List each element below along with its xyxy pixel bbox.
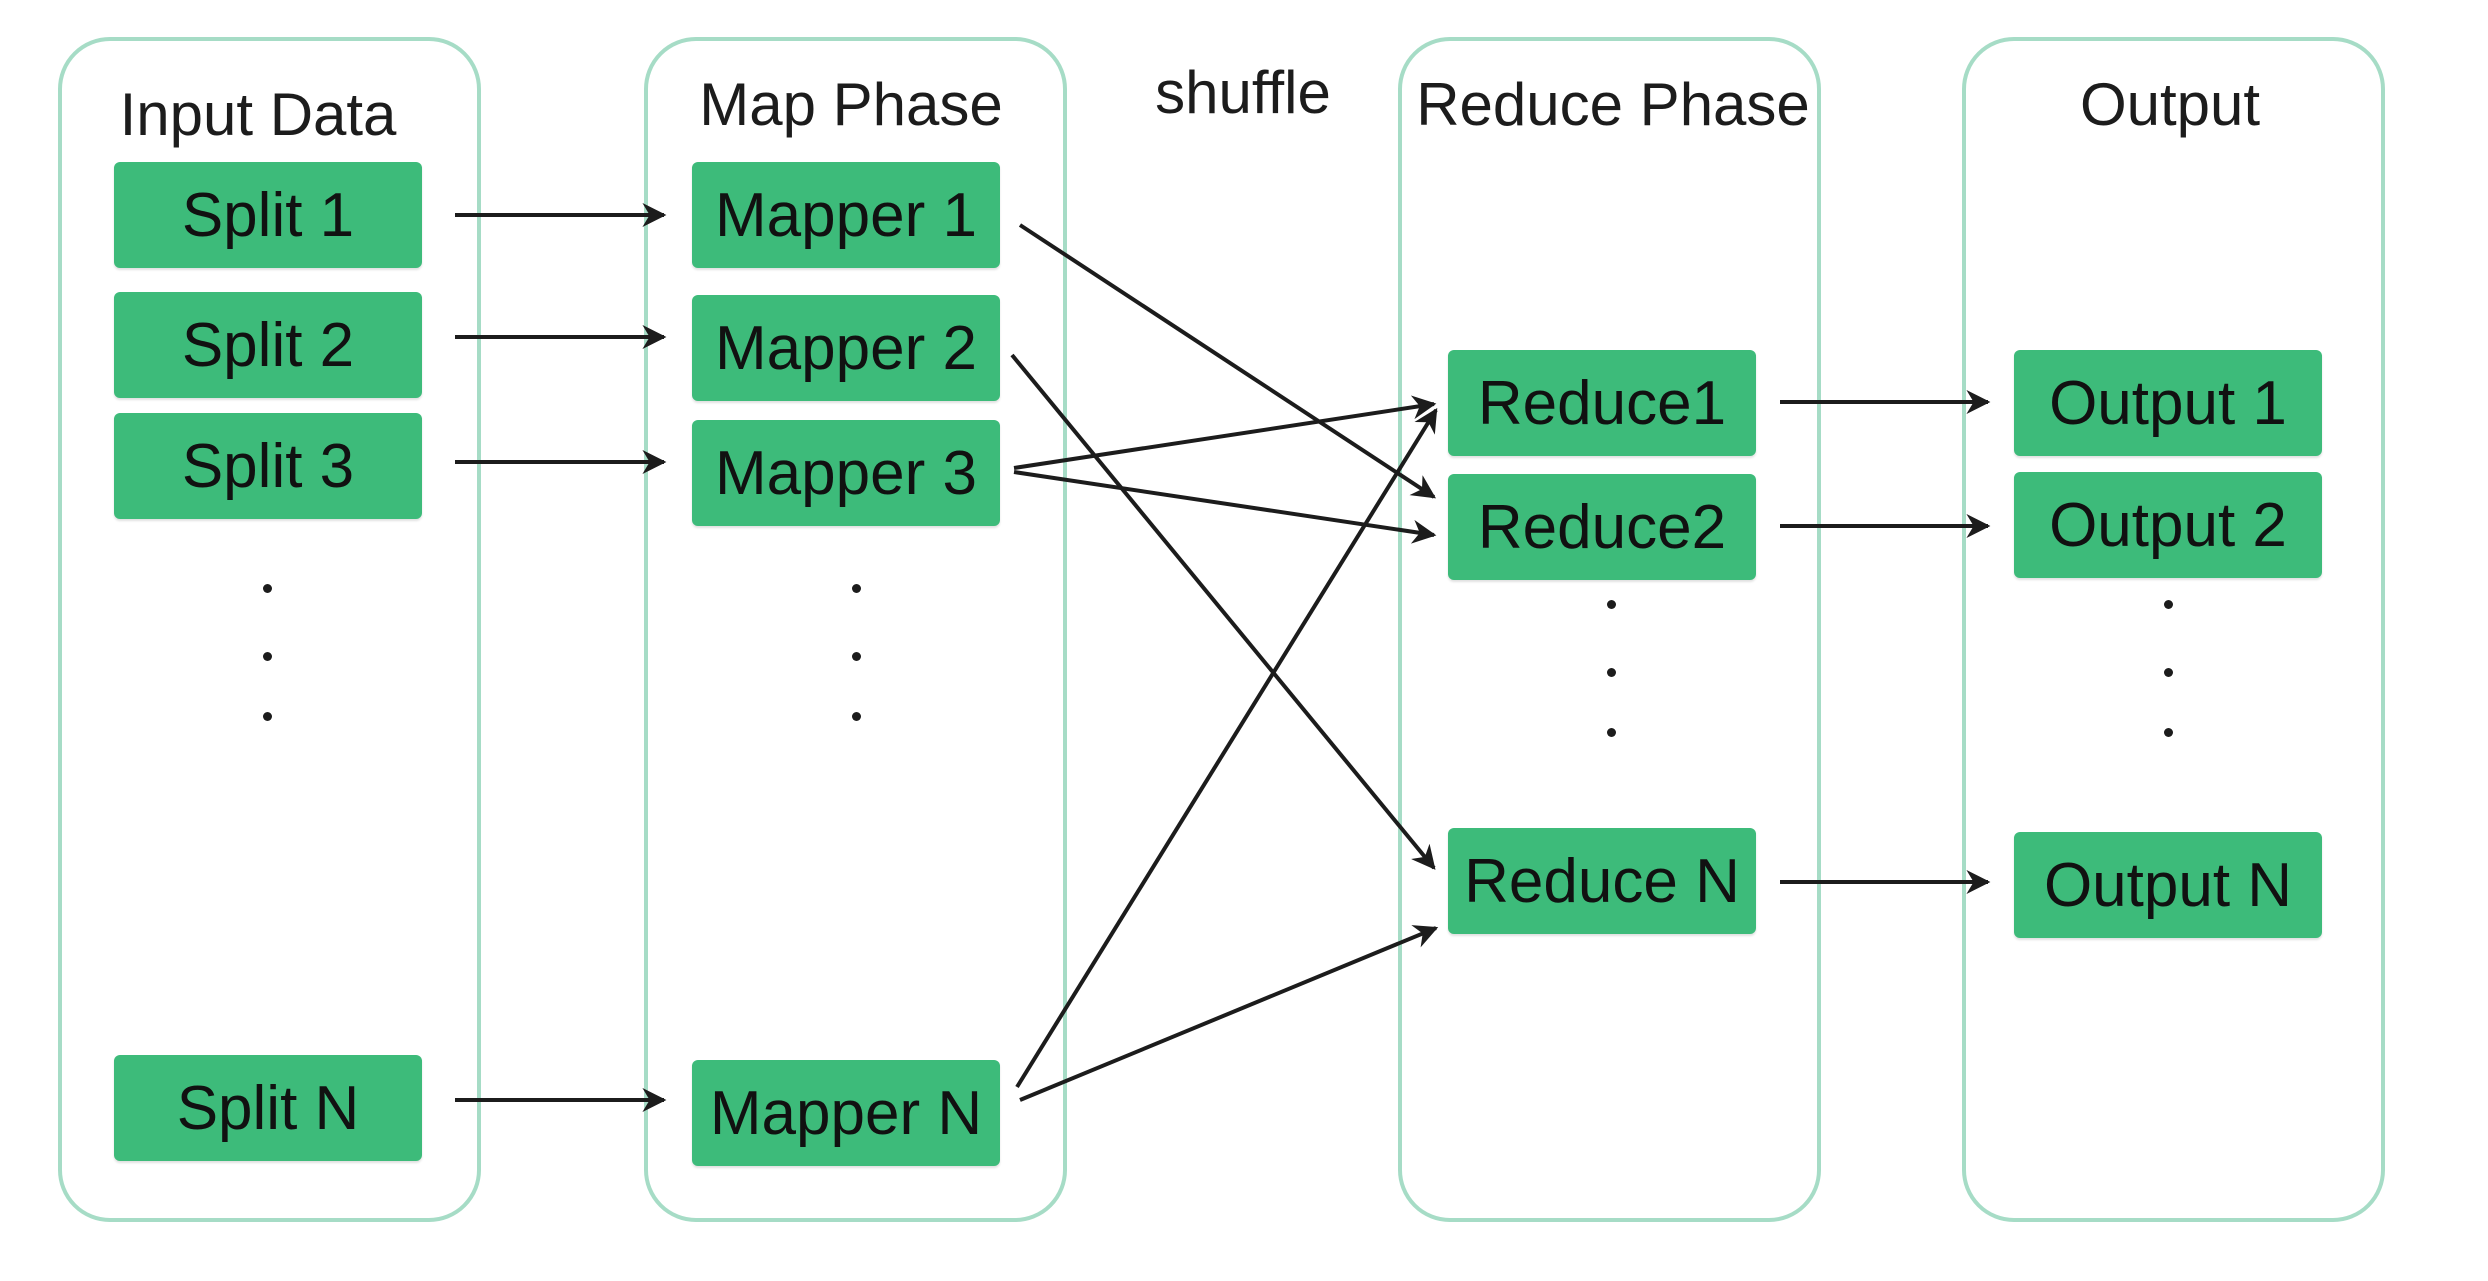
node-output-2: Output 2: [2014, 472, 2322, 578]
arrow-mapper2-reducen: [1010, 353, 1436, 870]
node-output-1: Output 1: [2014, 350, 2322, 456]
ellipsis-dot-input-1: [263, 584, 272, 593]
arrow-mapper3-reduce2: [1013, 470, 1437, 544]
arrow-mappern-reduce1: [1015, 407, 1438, 1089]
output-panel: [1962, 37, 2385, 1222]
ellipsis-dot-map-1: [852, 584, 861, 593]
node-split-1: Split 1: [114, 162, 422, 268]
ellipsis-dot-output-1: [2164, 600, 2173, 609]
shuffle-label: shuffle: [1155, 59, 1331, 126]
map-phase-title: Map Phase: [699, 71, 1003, 138]
ellipsis-dot-reduce-1: [1607, 600, 1616, 609]
arrow-mapper1-reduce2: [1018, 223, 1437, 499]
ellipsis-dot-map-3: [852, 712, 861, 721]
node-split-n: Split N: [114, 1055, 422, 1161]
node-split-3: Split 3: [114, 413, 422, 519]
node-reduce-n: Reduce N: [1448, 828, 1756, 934]
reduce-phase-title: Reduce Phase: [1416, 71, 1810, 138]
node-mapper-2: Mapper 2: [692, 295, 1000, 401]
node-mapper-n: Mapper N: [692, 1060, 1000, 1166]
node-reduce-1: Reduce1: [1448, 350, 1756, 456]
ellipsis-dot-output-3: [2164, 728, 2173, 737]
arrow-mapper3-reduce1: [1013, 395, 1437, 470]
node-reduce-2: Reduce2: [1448, 474, 1756, 580]
input-data-title: Input Data: [119, 81, 397, 148]
ellipsis-dot-input-3: [263, 712, 272, 721]
node-mapper-1: Mapper 1: [692, 162, 1000, 268]
node-mapper-3: Mapper 3: [692, 420, 1000, 526]
reduce-phase-panel: [1398, 37, 1821, 1222]
ellipsis-dot-output-2: [2164, 668, 2173, 677]
ellipsis-dot-map-2: [852, 652, 861, 661]
node-split-2: Split 2: [114, 292, 422, 398]
ellipsis-dot-reduce-3: [1607, 728, 1616, 737]
ellipsis-dot-input-2: [263, 652, 272, 661]
output-title: Output: [2079, 71, 2261, 138]
arrow-mappern-reducen: [1019, 925, 1439, 1102]
ellipsis-dot-reduce-2: [1607, 668, 1616, 677]
node-output-n: Output N: [2014, 832, 2322, 938]
